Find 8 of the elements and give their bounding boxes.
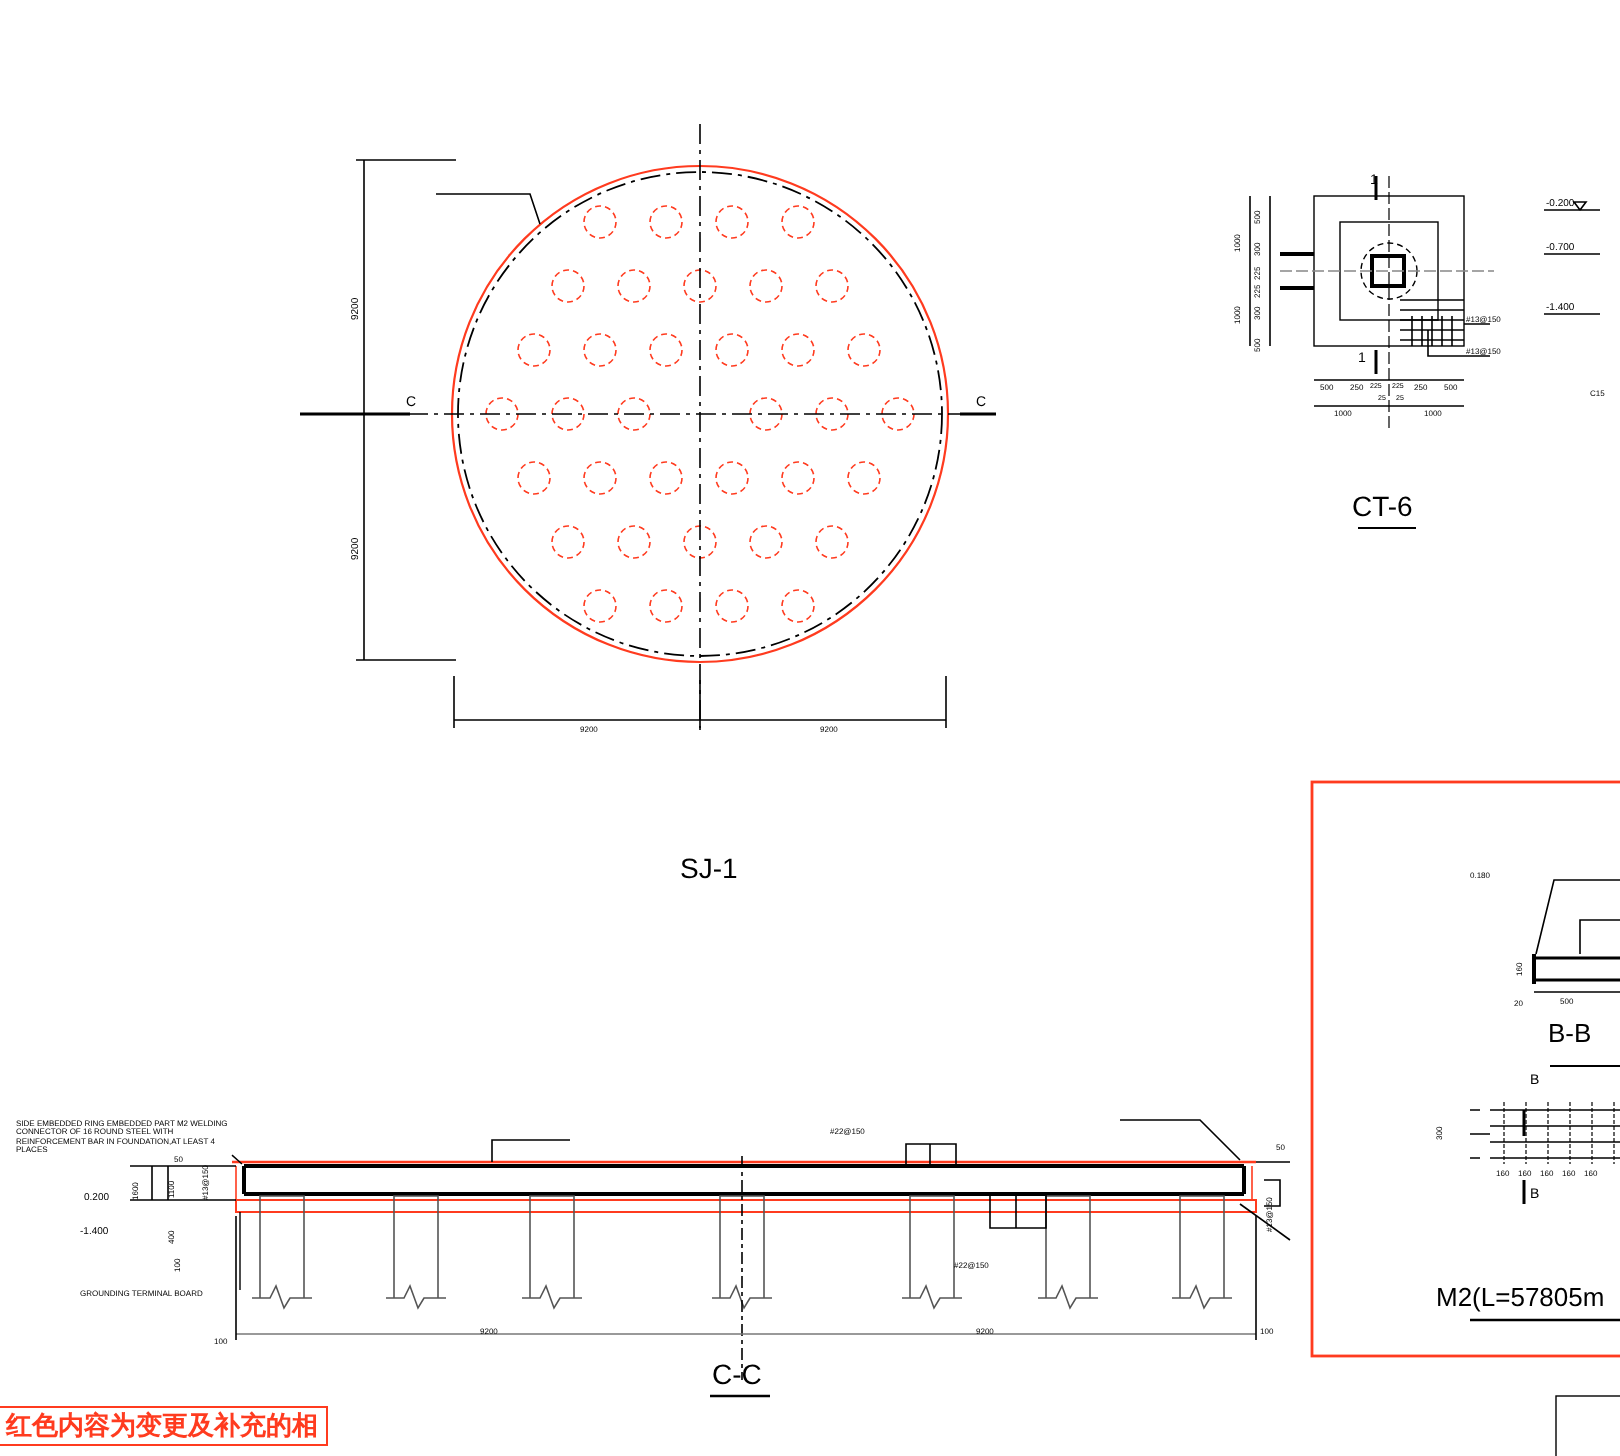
drawing-title: C-C bbox=[712, 1360, 762, 1388]
drawing-title: B-B bbox=[1548, 1020, 1592, 1046]
leader-line bbox=[239, 1211, 241, 1291]
drawing-title: M2(L=57805m bbox=[1436, 1284, 1605, 1310]
leader-line bbox=[231, 1154, 243, 1165]
revision-note: 红色内容为变更及补充的相 bbox=[0, 1406, 328, 1447]
drawing-title: CT-6 bbox=[1352, 492, 1413, 520]
drawing-title: SJ-1 bbox=[680, 854, 738, 882]
